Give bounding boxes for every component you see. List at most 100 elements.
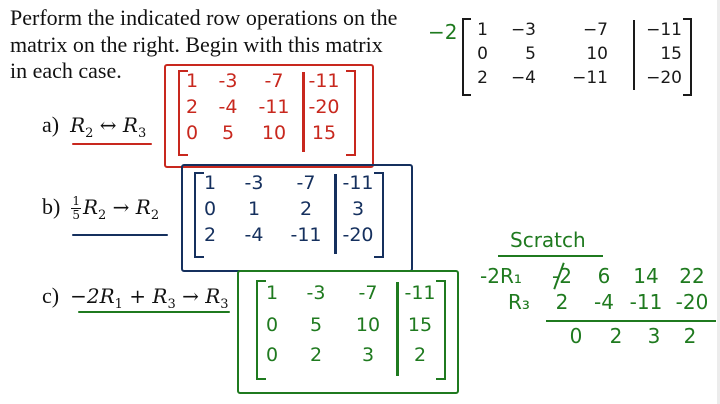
scratch-work: Scratch -2R₁ -2 6 14 22 R₃ 2 -4 -11 -20 … <box>478 228 718 348</box>
part-b-underline <box>72 234 168 236</box>
matrix-cell: 2 <box>413 344 427 366</box>
scratch-value: -20 <box>675 290 709 314</box>
scratch-value: -11 <box>629 290 663 314</box>
part-c-underline <box>78 311 230 313</box>
matrix-cell: 3 <box>361 344 375 366</box>
matrix-cell: -3 <box>244 172 264 194</box>
matrix-cell: -20 <box>308 96 340 118</box>
part-a-label: a) R2 ↔ R3 <box>42 112 146 141</box>
matrix-cell: -3 <box>306 282 326 304</box>
matrix-cell: 10 <box>261 122 287 144</box>
scratch-sum-line <box>546 320 716 322</box>
left-bracket <box>194 172 204 258</box>
scratch-value: 2 <box>555 290 569 314</box>
scratch-sum-value: 0 <box>569 324 583 348</box>
matrix-cell: -7 <box>358 282 378 304</box>
right-bracket <box>374 172 384 258</box>
part-a-operation: R2 ↔ R3 <box>70 113 147 141</box>
matrix-cell: -11 <box>290 224 322 246</box>
matrix-cell: 10 <box>355 314 381 336</box>
scratch-sum-value: 2 <box>609 324 623 348</box>
matrix-cell: -11 <box>258 96 290 118</box>
part-letter: c) <box>42 283 60 308</box>
scratch-title-underline <box>498 255 603 257</box>
right-bracket <box>436 280 446 380</box>
scratch-value: 6 <box>597 264 611 288</box>
matrix-cell: -20 <box>342 224 374 246</box>
instructions-line: matrix on the right. Begin with this mat… <box>10 31 383 57</box>
left-bracket <box>178 70 188 156</box>
original-matrix: 1 −3 −7 −11 0 5 10 15 2 −4 −11 −20 <box>462 18 692 96</box>
matrix-cell: −7 <box>582 20 608 40</box>
matrix-cell: 1 <box>185 70 199 92</box>
scratch-row-label: R₃ <box>508 290 530 314</box>
scratch-sum-value: 2 <box>683 324 697 348</box>
left-bracket <box>256 280 266 380</box>
matrix-cell: -11 <box>342 172 374 194</box>
matrix-cell: 1 <box>203 172 217 194</box>
scratch-value: 22 <box>679 264 705 288</box>
matrix-cell: 1 <box>265 282 279 304</box>
part-a-underline <box>72 143 152 145</box>
matrix-cell: 15 <box>311 122 337 144</box>
scratch-value: -4 <box>594 290 614 314</box>
matrix-cell: -4 <box>218 96 238 118</box>
instructions-text: Perform the indicated row operations on … <box>10 5 420 85</box>
matrix-cell: 2 <box>185 96 199 118</box>
matrix-cell: -3 <box>218 70 238 92</box>
matrix-cell: 5 <box>309 314 323 336</box>
matrix-cell: 5 <box>221 122 235 144</box>
matrix-cell: 2 <box>477 68 488 88</box>
matrix-cell: 0 <box>203 198 217 220</box>
part-c-result-matrix: 1 -3 -7 -11 0 5 10 15 0 2 3 2 <box>256 280 446 380</box>
matrix-cell: 5 <box>525 44 536 64</box>
part-a-result-matrix: 1 -3 -7 -11 2 -4 -11 -20 0 5 10 15 <box>178 70 356 156</box>
matrix-cell: 15 <box>660 44 682 64</box>
scratch-title: Scratch <box>510 228 586 252</box>
matrix-cell: 3 <box>351 198 365 220</box>
matrix-cell: -7 <box>296 172 316 194</box>
part-c-result-box <box>237 270 459 394</box>
matrix-cell: 0 <box>265 314 279 336</box>
augment-bar <box>302 72 305 152</box>
instructions-line: Perform the indicated row operations on … <box>10 5 398 30</box>
left-bracket <box>462 18 471 96</box>
matrix-cell: −11 <box>646 20 682 40</box>
matrix-cell: −3 <box>510 20 536 40</box>
matrix-cell: −4 <box>510 68 536 88</box>
matrix-cell: 2 <box>309 344 323 366</box>
augment-bar <box>396 282 399 376</box>
matrix-cell: 0 <box>477 44 488 64</box>
matrix-cell: 0 <box>265 344 279 366</box>
augment-bar <box>633 20 635 90</box>
matrix-cell: 2 <box>299 198 313 220</box>
part-b-result-matrix: 1 -3 -7 -11 0 1 2 3 2 -4 -11 -20 <box>194 172 384 258</box>
matrix-cell: 2 <box>203 224 217 246</box>
matrix-cell: −20 <box>646 68 682 88</box>
scalar-annotation: −2 <box>428 20 458 44</box>
instructions-line: in each case. <box>10 58 122 83</box>
right-bracket <box>683 18 692 96</box>
matrix-cell: 1 <box>477 20 488 40</box>
right-bracket <box>346 70 356 156</box>
part-a-result-box <box>164 64 374 168</box>
part-letter: a) <box>42 112 60 137</box>
matrix-cell: 0 <box>185 122 199 144</box>
matrix-cell: 15 <box>407 314 433 336</box>
matrix-cell: -7 <box>264 70 284 92</box>
matrix-cell: -11 <box>308 70 340 92</box>
part-c-label: c) −2R1 + R3 → R3 <box>42 283 229 312</box>
part-letter: b) <box>42 194 61 219</box>
slide-edge <box>717 0 720 404</box>
matrix-cell: −11 <box>572 68 608 88</box>
scratch-sum-value: 3 <box>647 324 661 348</box>
scratch-row-label: -2R₁ <box>480 264 522 288</box>
matrix-cell: 10 <box>586 44 608 64</box>
matrix-cell: -4 <box>244 224 264 246</box>
scratch-value: 14 <box>633 264 659 288</box>
part-c-operation: −2R1 + R3 → R3 <box>70 284 229 312</box>
augment-bar <box>334 174 337 254</box>
